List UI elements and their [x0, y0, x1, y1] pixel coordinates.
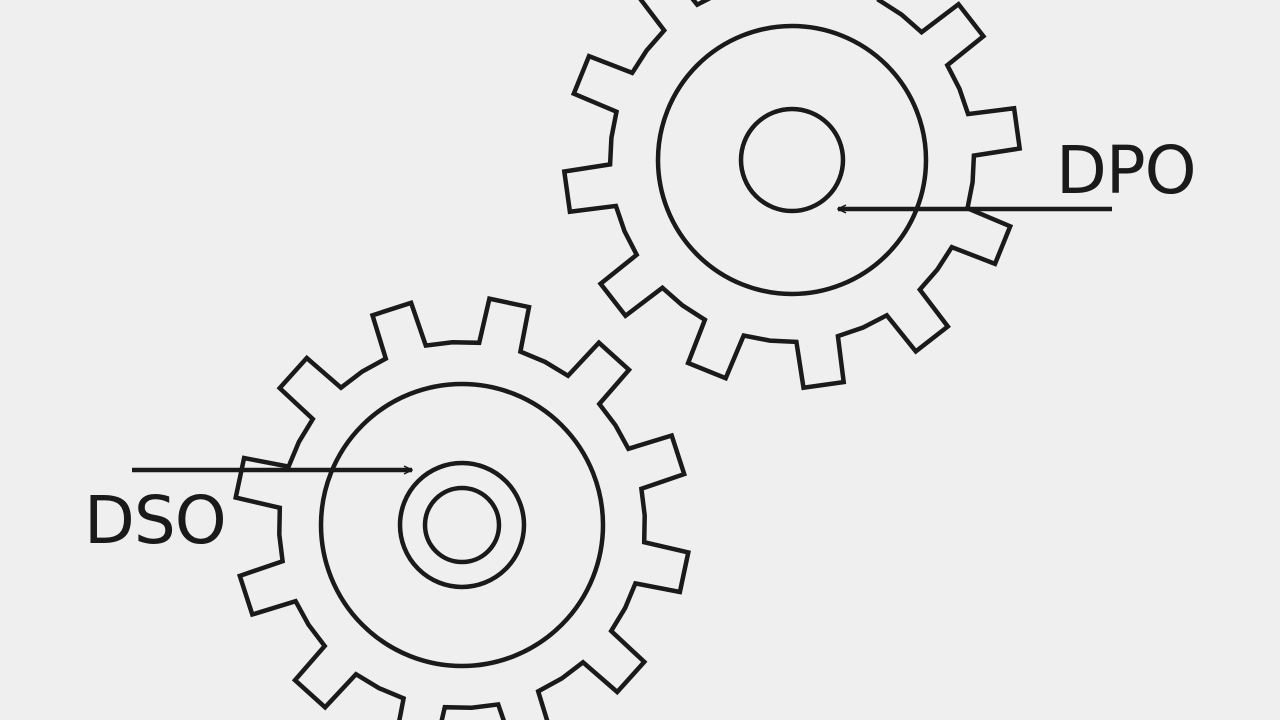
gear-dso [233, 296, 691, 720]
gear-dpo-inner-ring [655, 23, 929, 297]
gear-dso-hub-outer [397, 460, 527, 590]
dpo-label: DPO [1056, 132, 1197, 209]
gear-dso-outline [233, 296, 691, 720]
gear-dso-hub-inner [422, 485, 502, 565]
gear-dpo-outline [561, 0, 1023, 391]
gear-dpo [561, 0, 1023, 391]
gear-dpo-hub [738, 106, 846, 214]
gear-dso-inner-ring [318, 381, 606, 669]
dso-label: DSO [84, 482, 227, 559]
